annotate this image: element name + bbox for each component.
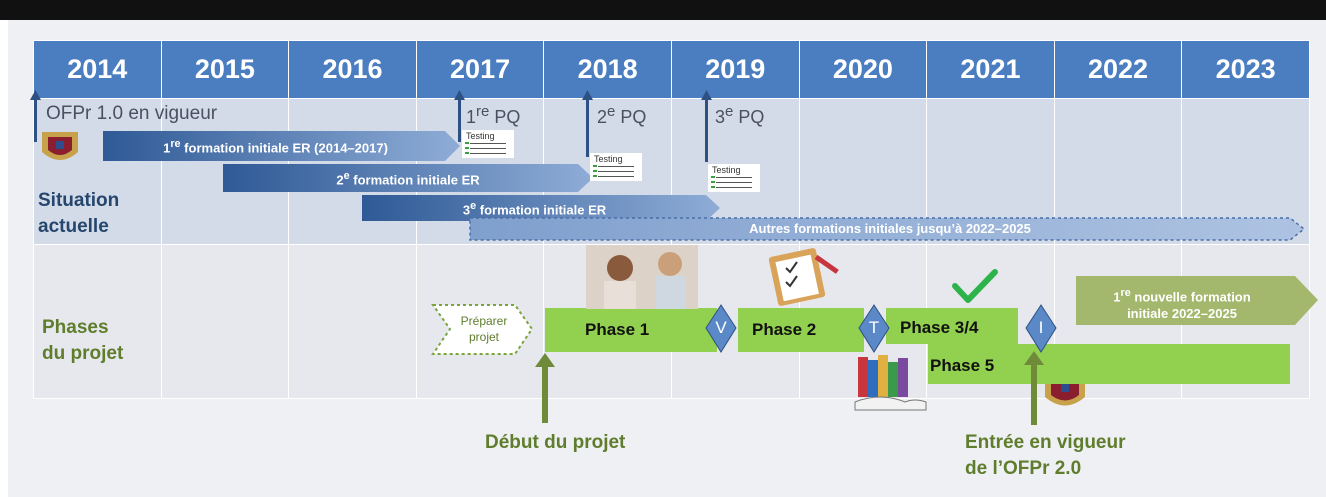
year-2018: 2018 — [543, 40, 672, 99]
year-2017: 2017 — [415, 40, 545, 99]
year-2022: 2022 — [1053, 40, 1183, 99]
new-formation-label: 1re nouvelle formation initiale 2022–202… — [1113, 287, 1251, 322]
diamond-v-label: V — [715, 318, 727, 337]
coat-of-arms-icon — [42, 132, 78, 160]
milestone-diamond-i — [1025, 304, 1057, 353]
year-header-row: 2014 2015 2016 2017 2018 2019 2020 2021 … — [33, 40, 1310, 99]
phase-5-bar — [928, 344, 1290, 384]
training-bar-2-label: 2e formation initiale ER — [336, 170, 480, 188]
year-2014: 2014 — [33, 40, 162, 99]
pq1-label: 1re PQ — [466, 103, 521, 127]
phase-2-label: Phase 2 — [752, 320, 817, 339]
testing-icon-1: Testing — [462, 130, 514, 158]
phase-1-label: Phase 1 — [585, 320, 650, 339]
training-bar-others — [469, 217, 1306, 241]
checkmark-icon — [952, 269, 998, 303]
pq2-label: 2e PQ — [597, 103, 647, 127]
top-bar — [0, 0, 1326, 20]
phase-1-bar — [545, 308, 717, 352]
year-2021: 2021 — [926, 40, 1055, 99]
training-bar-others-label: Autres formations initiales jusqu’à 2022… — [749, 221, 1031, 236]
ofpr2-entry-arrow — [1024, 351, 1044, 425]
project-start-arrow — [535, 353, 555, 423]
milestone-arrows — [30, 90, 712, 162]
phase-34-bar — [886, 308, 1018, 344]
year-2020: 2020 — [798, 40, 928, 99]
phase-5-label: Phase 5 — [930, 356, 995, 375]
year-2015: 2015 — [160, 40, 290, 99]
clipboard-icon — [768, 248, 839, 306]
testing-icon-2: Testing — [590, 153, 642, 181]
testing-icon-3: Testing — [708, 164, 760, 192]
training-bar-1-label: 1re formation initiale ER (2014–2017) — [163, 138, 388, 156]
diamond-t-label: T — [868, 318, 880, 337]
training-bar-2 — [223, 164, 593, 192]
year-2016: 2016 — [288, 40, 417, 99]
prepare-project-shape — [431, 304, 534, 355]
milestone-diamond-t — [858, 304, 890, 353]
diamond-i-label: I — [1038, 318, 1044, 337]
training-bar-1 — [103, 131, 460, 161]
new-formation-arrow — [1076, 276, 1318, 325]
people-photo-icon — [586, 245, 698, 309]
phase-2-bar — [738, 308, 864, 352]
pq3-label: 3e PQ — [715, 103, 765, 127]
milestone-diamond-v — [705, 304, 737, 353]
training-bar-3-label: 3e formation initiale ER — [462, 200, 607, 218]
phase-34-label: Phase 3/4 — [900, 318, 979, 337]
training-bar-3 — [362, 195, 720, 221]
books-icon — [854, 355, 927, 411]
ofpr1-label: OFPr 1.0 en vigueur — [46, 103, 218, 124]
year-2023: 2023 — [1181, 40, 1310, 99]
project-start-label: Début du projet — [485, 432, 626, 453]
